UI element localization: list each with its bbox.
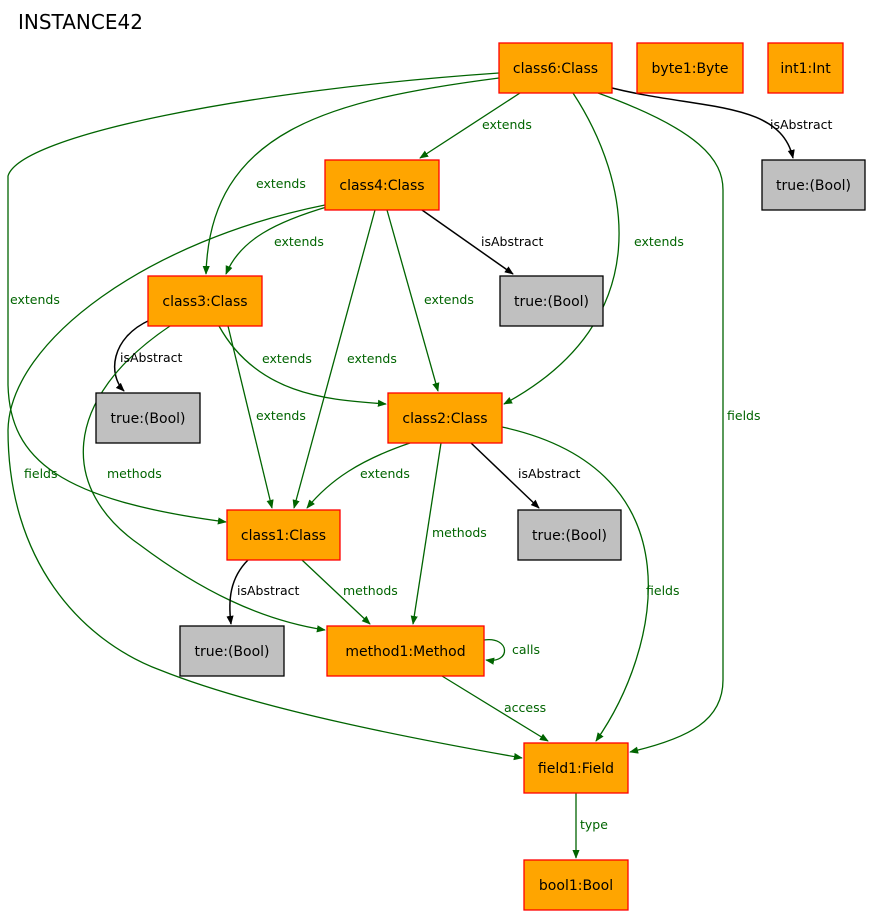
node-box-class2 bbox=[387, 392, 503, 444]
edge-c6-f1-fields bbox=[597, 92, 724, 754]
node-label-field1: field1:Field bbox=[538, 761, 614, 777]
edge-c1-m1-methods bbox=[301, 559, 371, 625]
node-true6: true:(Bool) bbox=[761, 159, 866, 211]
edge-c4-c1-extends bbox=[292, 209, 376, 509]
edge-label-c2-m1-methods: methods bbox=[432, 525, 487, 540]
node-box-int1 bbox=[767, 42, 844, 94]
edge-c4-f1-fields bbox=[7, 204, 523, 761]
edge-c6-t6-isabstract bbox=[611, 87, 795, 159]
node-true1: true:(Bool) bbox=[179, 625, 285, 677]
node-box-true4 bbox=[499, 275, 604, 327]
edge-label-c6-c1-extends: extends bbox=[10, 292, 60, 307]
edge-label-f1-b1-type: type bbox=[580, 817, 608, 832]
edge-c4-t4-isabstract bbox=[421, 209, 514, 275]
node-class1: class1:Class bbox=[226, 509, 341, 561]
nodes-layer: class6:Class byte1:Byte int1:Int true:(Bool… bbox=[95, 42, 866, 911]
node-box-true3 bbox=[95, 392, 201, 444]
edge-label-m1-m1-calls: calls bbox=[512, 642, 540, 657]
edge-label-c2-c1-extends: extends bbox=[360, 466, 410, 481]
edge-label-c4-c2-extends: extends bbox=[424, 292, 474, 307]
edge-label-c6-c2-extends: extends bbox=[634, 234, 684, 249]
node-box-class1 bbox=[226, 509, 341, 561]
node-label-byte1: byte1:Byte bbox=[652, 61, 729, 77]
edge-c6-c3-extends bbox=[202, 77, 500, 275]
node-class3: class3:Class bbox=[147, 275, 263, 327]
edge-label-c3-t3-isabstract: isAbstract bbox=[120, 350, 183, 365]
edge-label-c6-t6-isabstract: isAbstract bbox=[770, 117, 833, 132]
node-class6: class6:Class bbox=[498, 42, 613, 94]
edge-label-c1-t1-isabstract: isAbstract bbox=[237, 583, 300, 598]
node-box-class6 bbox=[498, 42, 613, 94]
node-class2: class2:Class bbox=[387, 392, 503, 444]
node-box-field1 bbox=[523, 742, 629, 794]
edge-c6-c2-extends bbox=[503, 92, 620, 405]
edge-label-c1-m1-methods: methods bbox=[343, 583, 398, 598]
node-label-class6: class6:Class bbox=[513, 61, 598, 77]
node-field1: field1:Field bbox=[523, 742, 629, 794]
node-bool1: bool1:Bool bbox=[523, 859, 629, 911]
edge-c3-c1-extends bbox=[227, 325, 274, 509]
node-true2: true:(Bool) bbox=[517, 509, 622, 561]
edge-c2-c1-extends bbox=[306, 442, 411, 509]
node-label-class1: class1:Class bbox=[241, 528, 326, 544]
node-label-class3: class3:Class bbox=[162, 294, 247, 310]
node-label-true2: true:(Bool) bbox=[532, 528, 607, 544]
edge-label-m1-f1-access: access bbox=[504, 700, 546, 715]
node-box-true2 bbox=[517, 509, 622, 561]
edge-c2-m1-methods bbox=[410, 442, 442, 625]
node-method1: method1:Method bbox=[326, 625, 485, 677]
edge-label-c6-c3-extends: extends bbox=[256, 176, 306, 191]
edge-label-c3-c2-extends: extends bbox=[262, 351, 312, 366]
node-box-method1 bbox=[326, 625, 485, 677]
node-box-class4 bbox=[324, 159, 440, 211]
node-label-true3: true:(Bool) bbox=[111, 411, 186, 427]
node-box-class3 bbox=[147, 275, 263, 327]
edge-label-c6-f1-fields: fields bbox=[727, 408, 760, 423]
node-box-true6 bbox=[761, 159, 866, 211]
node-int1: int1:Int bbox=[767, 42, 844, 94]
edge-c4-c3-extends bbox=[225, 205, 331, 275]
edge-c6-c1-extends bbox=[7, 72, 500, 525]
edge-c4-c2-extends bbox=[386, 209, 440, 392]
edge-m1-m1-calls bbox=[483, 639, 506, 665]
node-box-byte1 bbox=[636, 42, 744, 94]
edge-labels-layer: extends extends extends extends fields isAbst… bbox=[10, 117, 833, 832]
node-label-true4: true:(Bool) bbox=[514, 294, 589, 310]
node-label-true1: true:(Bool) bbox=[195, 644, 270, 660]
node-box-true1 bbox=[179, 625, 285, 677]
edge-c3-c2-extends bbox=[218, 325, 387, 407]
node-label-method1: method1:Method bbox=[345, 644, 465, 660]
edge-c3-t3-isabstract bbox=[113, 319, 151, 392]
edge-label-c2-f1-fields: fields bbox=[646, 583, 679, 598]
node-class4: class4:Class bbox=[324, 159, 440, 211]
diagram-title: INSTANCE42 bbox=[18, 10, 143, 34]
edge-c1-t1-isabstract bbox=[226, 559, 249, 625]
node-box-bool1 bbox=[523, 859, 629, 911]
node-label-true6: true:(Bool) bbox=[776, 178, 851, 194]
node-true4: true:(Bool) bbox=[499, 275, 604, 327]
edge-label-c3-c1-extends: extends bbox=[256, 408, 306, 423]
edge-m1-f1-access bbox=[441, 675, 549, 742]
edge-c6-c4-extends bbox=[419, 92, 521, 159]
edge-label-c3-m1-methods: methods bbox=[107, 466, 162, 481]
edge-label-c2-t2-isabstract: isAbstract bbox=[518, 466, 581, 481]
edges-layer bbox=[7, 72, 795, 859]
node-label-bool1: bool1:Bool bbox=[539, 878, 613, 894]
edge-c2-f1-fields bbox=[501, 426, 649, 742]
node-byte1: byte1:Byte bbox=[636, 42, 744, 94]
node-true3: true:(Bool) bbox=[95, 392, 201, 444]
node-label-class2: class2:Class bbox=[402, 411, 487, 427]
node-label-class4: class4:Class bbox=[339, 178, 424, 194]
edge-label-c4-f1-fields: fields bbox=[24, 466, 57, 481]
node-label-int1: int1:Int bbox=[780, 61, 831, 77]
edge-label-c4-c1-extends: extends bbox=[347, 351, 397, 366]
edge-label-c4-t4-isabstract: isAbstract bbox=[481, 234, 544, 249]
edge-c2-t2-isabstract bbox=[470, 442, 540, 509]
edge-label-c4-c3-extends: extends bbox=[274, 234, 324, 249]
edge-label-c6-c4-extends: extends bbox=[482, 117, 532, 132]
